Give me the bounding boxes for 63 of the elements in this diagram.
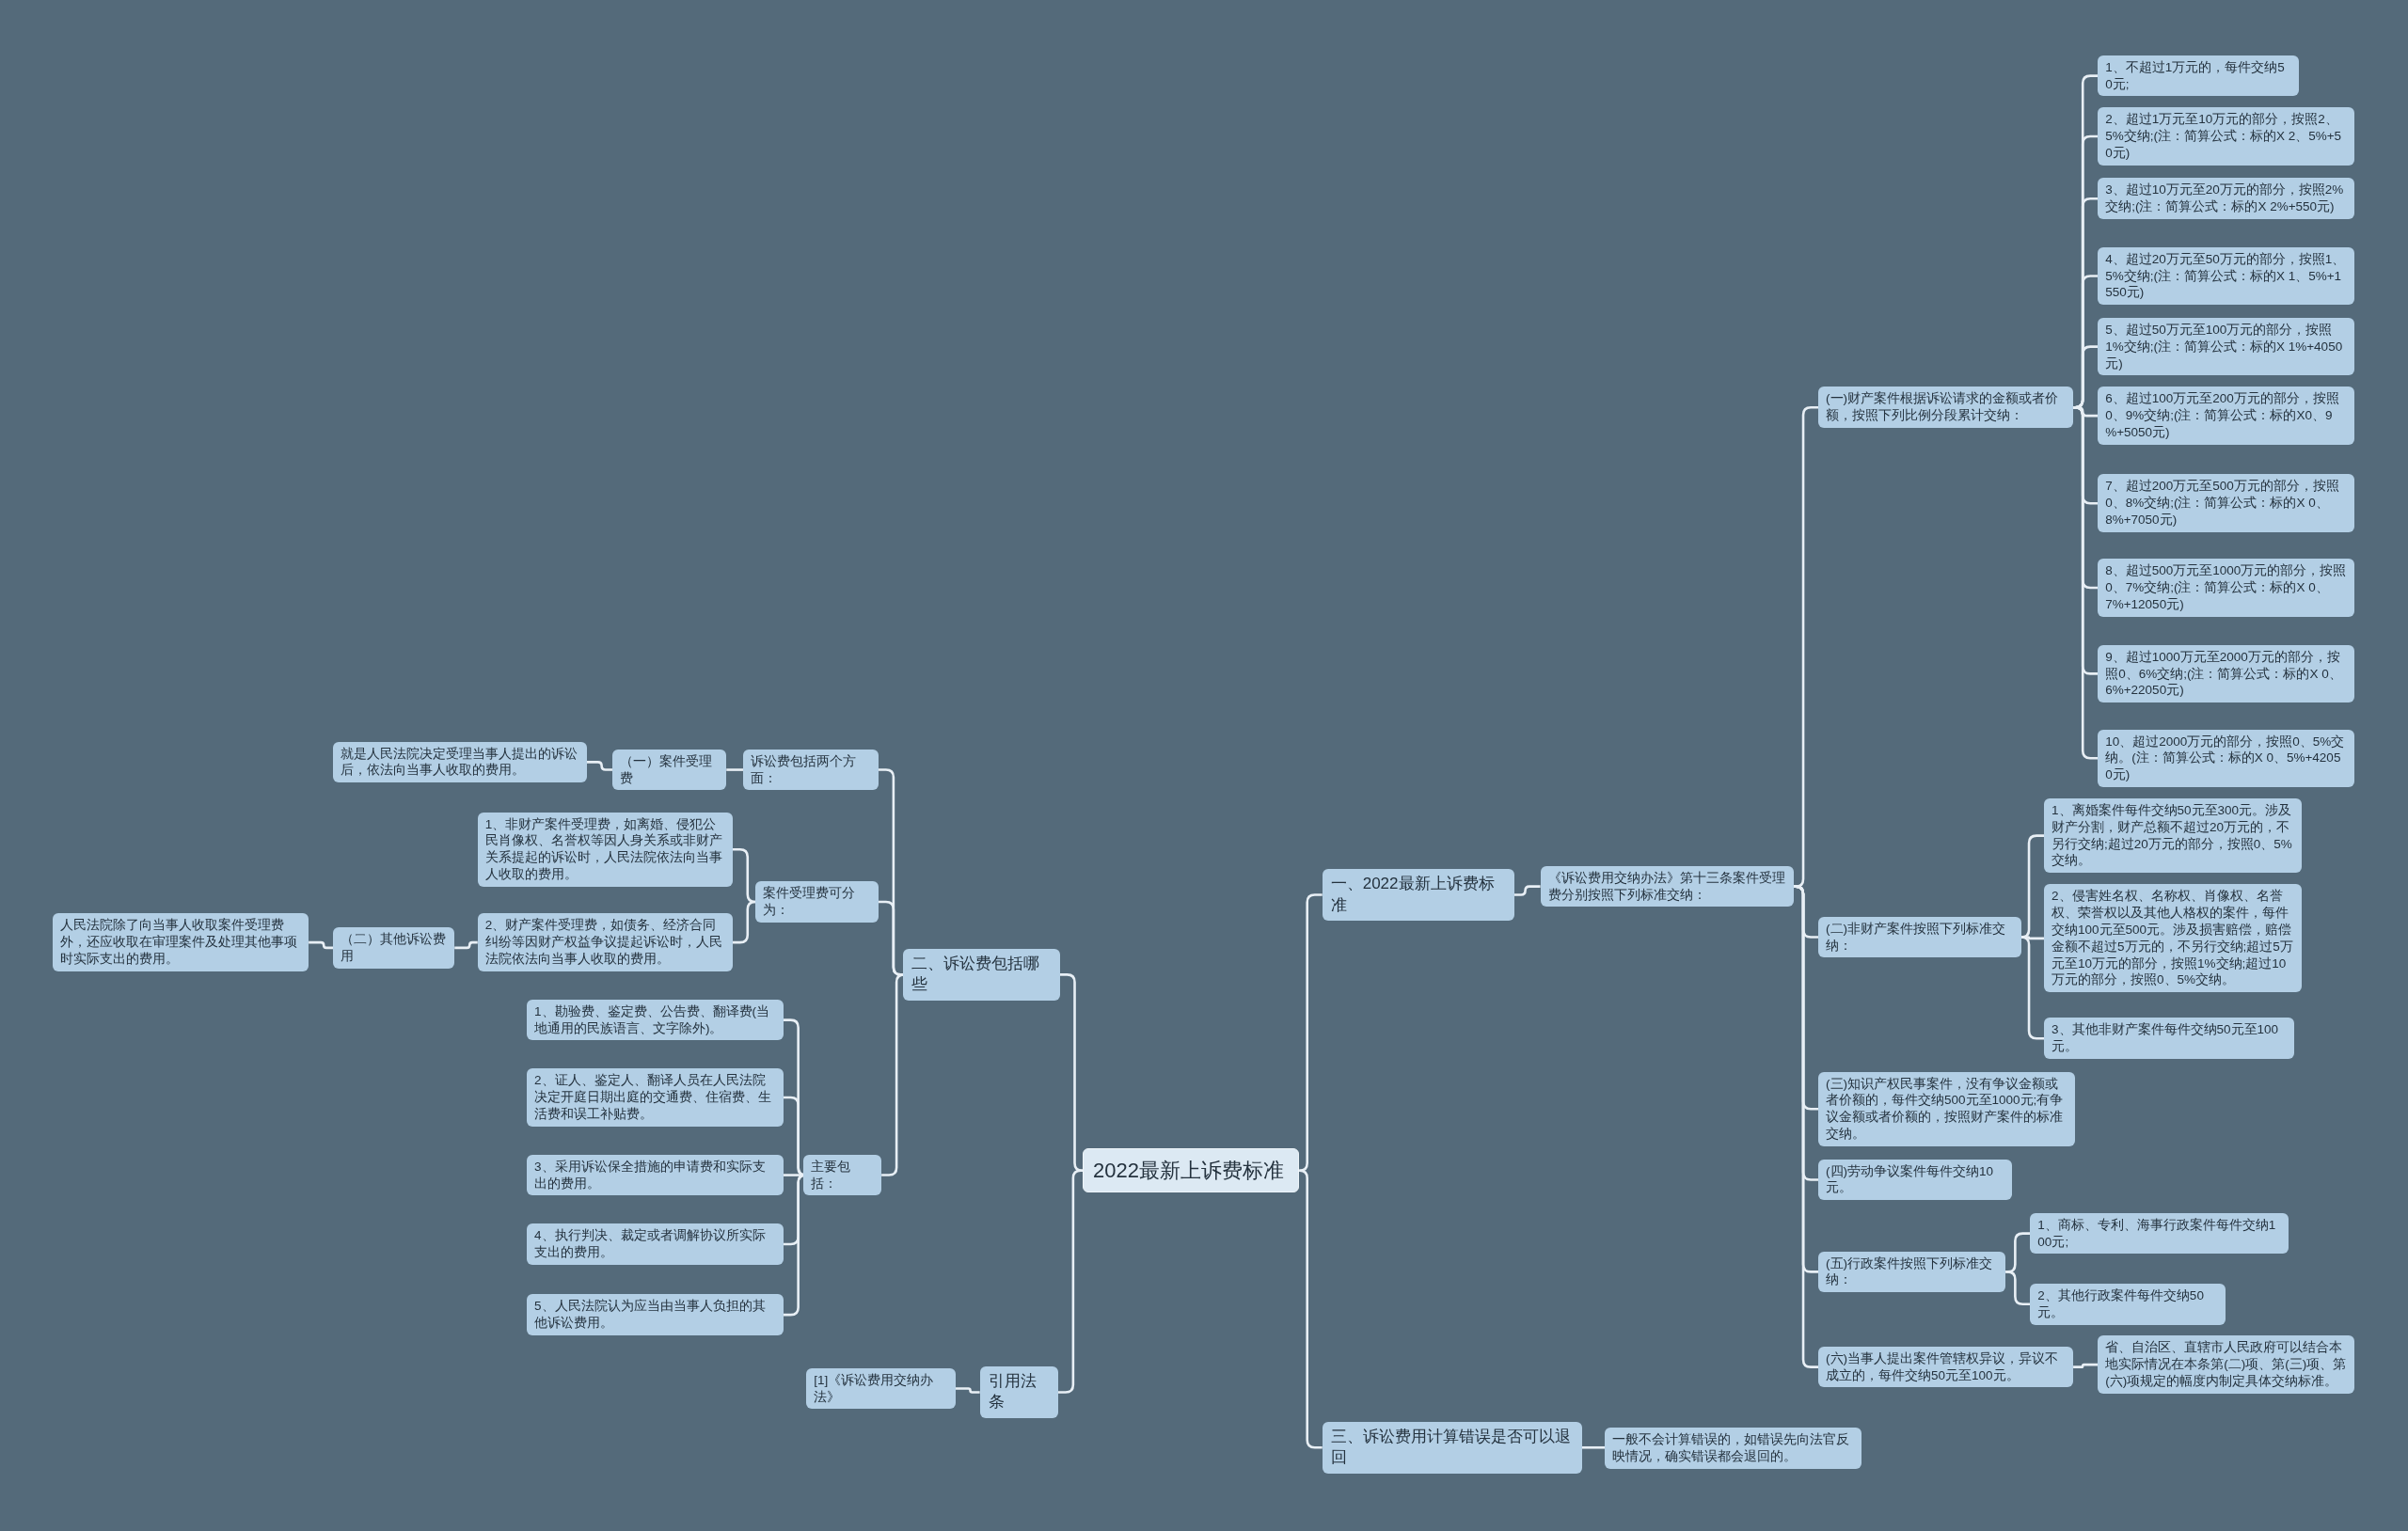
- subtopic-box: 案件受理费可分为：: [755, 881, 879, 923]
- connector-line: [2073, 1363, 2099, 1368]
- subtopic-box: 人民法院除了向当事人收取案件受理费外，还应收取在审理案件及处理其他事项时实际支出的费用。: [52, 913, 309, 971]
- subtopic-box: 9、超过1000万元至2000万元的部分，按照0、6%交纳;(注：简算公式：标的X 0、6%+22050元): [2098, 644, 2354, 703]
- subtopic-box: 3、超过10万元至20万元的部分，按照2%交纳;(注：简算公式：标的X 2%+550元): [2098, 178, 2354, 219]
- subtopic-box: 1、商标、专利、海事行政案件每件交纳100元;: [2030, 1212, 2289, 1255]
- subtopic-box: 7、超过200万元至500万元的部分，按照0、8%交纳;(注：简算公式：标的X 0、8%+7050元): [2098, 474, 2354, 532]
- subtopic-box: 主要包括：: [802, 1154, 882, 1196]
- branch-topic: 二、诉讼费包括哪些: [903, 948, 1060, 1001]
- connector-line: [732, 848, 757, 904]
- connector-line: [732, 900, 757, 944]
- connector-line: [2020, 936, 2045, 940]
- subtopic-box: 《诉讼费用交纳办法》第十三条案件受理费分别按照下列标准交纳：: [1540, 865, 1794, 908]
- connector-line: [309, 940, 334, 950]
- subtopic-box: 2、侵害姓名权、名称权、肖像权、名誉权、荣誉权以及其他人格权的案件，每件交纳100元至500元。涉及损害赔偿，赔偿金额不超过5万元的，不另行交纳;超过5万元至10万元的部分，按照1%交纳;超过10万元的部分，按照0、5%交纳。: [2044, 884, 2303, 993]
- branch-topic: 引用法条: [979, 1366, 1058, 1418]
- subtopic-box: (四)劳动争议案件每件交纳10元。: [1818, 1159, 2012, 1201]
- connector-line: [1793, 885, 1819, 1368]
- connector-line: [1057, 1169, 1084, 1394]
- subtopic-box: 3、其他非财产案件每件交纳50元至100元。: [2044, 1018, 2295, 1060]
- subtopic-box: 4、超过20万元至50万元的部分，按照1、5%交纳;(注：简算公式：标的X 1、5%+1550元): [2098, 246, 2354, 306]
- subtopic-box: 诉讼费包括两个方面：: [743, 749, 879, 791]
- subtopic-box: 1、不超过1万元的，每件交纳50元;: [2098, 55, 2300, 97]
- subtopic-box: 2、超过1万元至10万元的部分，按照2、5%交纳;(注：简算公式：标的X 2、5%+50元): [2098, 107, 2354, 166]
- subtopic-box: 一般不会计算错误的，如错误先向法官反映情况，确实错误都会退回的。: [1605, 1428, 1861, 1469]
- connector-line: [2005, 1271, 2031, 1305]
- connector-line: [783, 1174, 803, 1176]
- subtopic-box: (一)财产案件根据诉讼请求的金额或者价额，按照下列比例分段累计交纳：: [1818, 387, 2074, 429]
- subtopic-box: （二）其他诉讼费用: [333, 927, 455, 969]
- subtopic-box: 10、超过2000万元的部分，按照0、5%交纳。(注：简算公式：标的X 0、5%+42050元): [2098, 729, 2354, 787]
- subtopic-box: （一）案件受理费: [612, 749, 727, 791]
- branch-topic: 三、诉讼费用计算错误是否可以退回: [1322, 1421, 1582, 1474]
- connector-line: [2020, 936, 2045, 1040]
- subtopic-box: 5、超过50万元至100万元的部分，按照1%交纳;(注：简算公式：标的X 1%+4050元): [2098, 317, 2354, 376]
- subtopic-box: (五)行政案件按照下列标准交纳：: [1818, 1251, 2006, 1293]
- subtopic-box: (六)当事人提出案件管辖权异议，异议不成立的，每件交纳50元至100元。: [1818, 1346, 2074, 1388]
- subtopic-box: 1、非财产案件受理费，如离婚、侵犯公民肖像权、名誉权等因人身关系或非财产关系提起的诉讼时，人民法院依法向当事人收取的费用。: [477, 812, 733, 887]
- connector-line: [1298, 893, 1323, 1173]
- subtopic-box: 2、其他行政案件每件交纳50元。: [2030, 1283, 2226, 1325]
- connector-line: [586, 761, 613, 771]
- connector-line: [1298, 1169, 1323, 1449]
- subtopic-box: 省、自治区、直辖市人民政府可以结合本地实际情况在本条第(二)项、第(三)项、第(六)项规定的幅度内制定具体交纳标准。: [2098, 1335, 2354, 1394]
- subtopic-box: 6、超过100万元至200万元的部分，按照0、9%交纳;(注：简算公式：标的X0、9 %+5050元): [2098, 387, 2354, 445]
- connector-line: [955, 1387, 980, 1394]
- subtopic-box: 2、证人、鉴定人、翻译人员在人民法院决定开庭日期出庭的交通费、住宿费、生活费和误工补贴费。: [527, 1068, 784, 1127]
- subtopic-box: 就是人民法院决定受理当事人提出的诉讼后，依法向当事人收取的费用。: [333, 741, 587, 783]
- connector-line: [1513, 885, 1541, 896]
- connector-line: [878, 900, 903, 976]
- subtopic-box: 4、执行判决、裁定或者调解协议所实际支出的费用。: [527, 1223, 784, 1265]
- connector-line: [1581, 1445, 1606, 1449]
- central-topic: 2022最新上诉费标准: [1083, 1148, 1300, 1193]
- subtopic-box: 1、离婚案件每件交纳50元至300元。涉及财产分割，财产总额不超过20万元的，不另行交纳;超过20万元的部分，按照0、5%交纳。: [2044, 797, 2303, 874]
- subtopic-box: 1、勘验费、鉴定费、公告费、翻译费(当地通用的民族语言、文字除外)。: [527, 999, 784, 1041]
- subtopic-box: [1]《诉讼费用交纳办法》: [806, 1367, 956, 1410]
- subtopic-box: (三)知识产权民事案件，没有争议金额或者价额的，每件交纳500元至1000元;有争议金额或者价额的，按照财产案件的标准交纳。: [1818, 1071, 2075, 1146]
- subtopic-box: (二)非财产案件按照下列标准交纳：: [1818, 916, 2021, 958]
- subtopic-box: 2、财产案件受理费，如债务、经济合同纠纷等因财产权益争议提起诉讼时，人民法院依法向当事人收取的费用。: [477, 913, 733, 971]
- subtopic-box: 3、采用诉讼保全措施的申请费和实际支出的费用。: [527, 1154, 784, 1196]
- connector-line: [726, 768, 744, 771]
- connector-line: [454, 940, 478, 950]
- subtopic-box: 8、超过500万元至1000万元的部分，按照0、7%交纳;(注：简算公式：标的X 0、7%+12050元): [2098, 559, 2354, 617]
- branch-topic: 一、2022最新上诉费标准: [1322, 869, 1514, 921]
- subtopic-box: 5、人民法院认为应当由当事人负担的其他诉讼费用。: [527, 1294, 784, 1335]
